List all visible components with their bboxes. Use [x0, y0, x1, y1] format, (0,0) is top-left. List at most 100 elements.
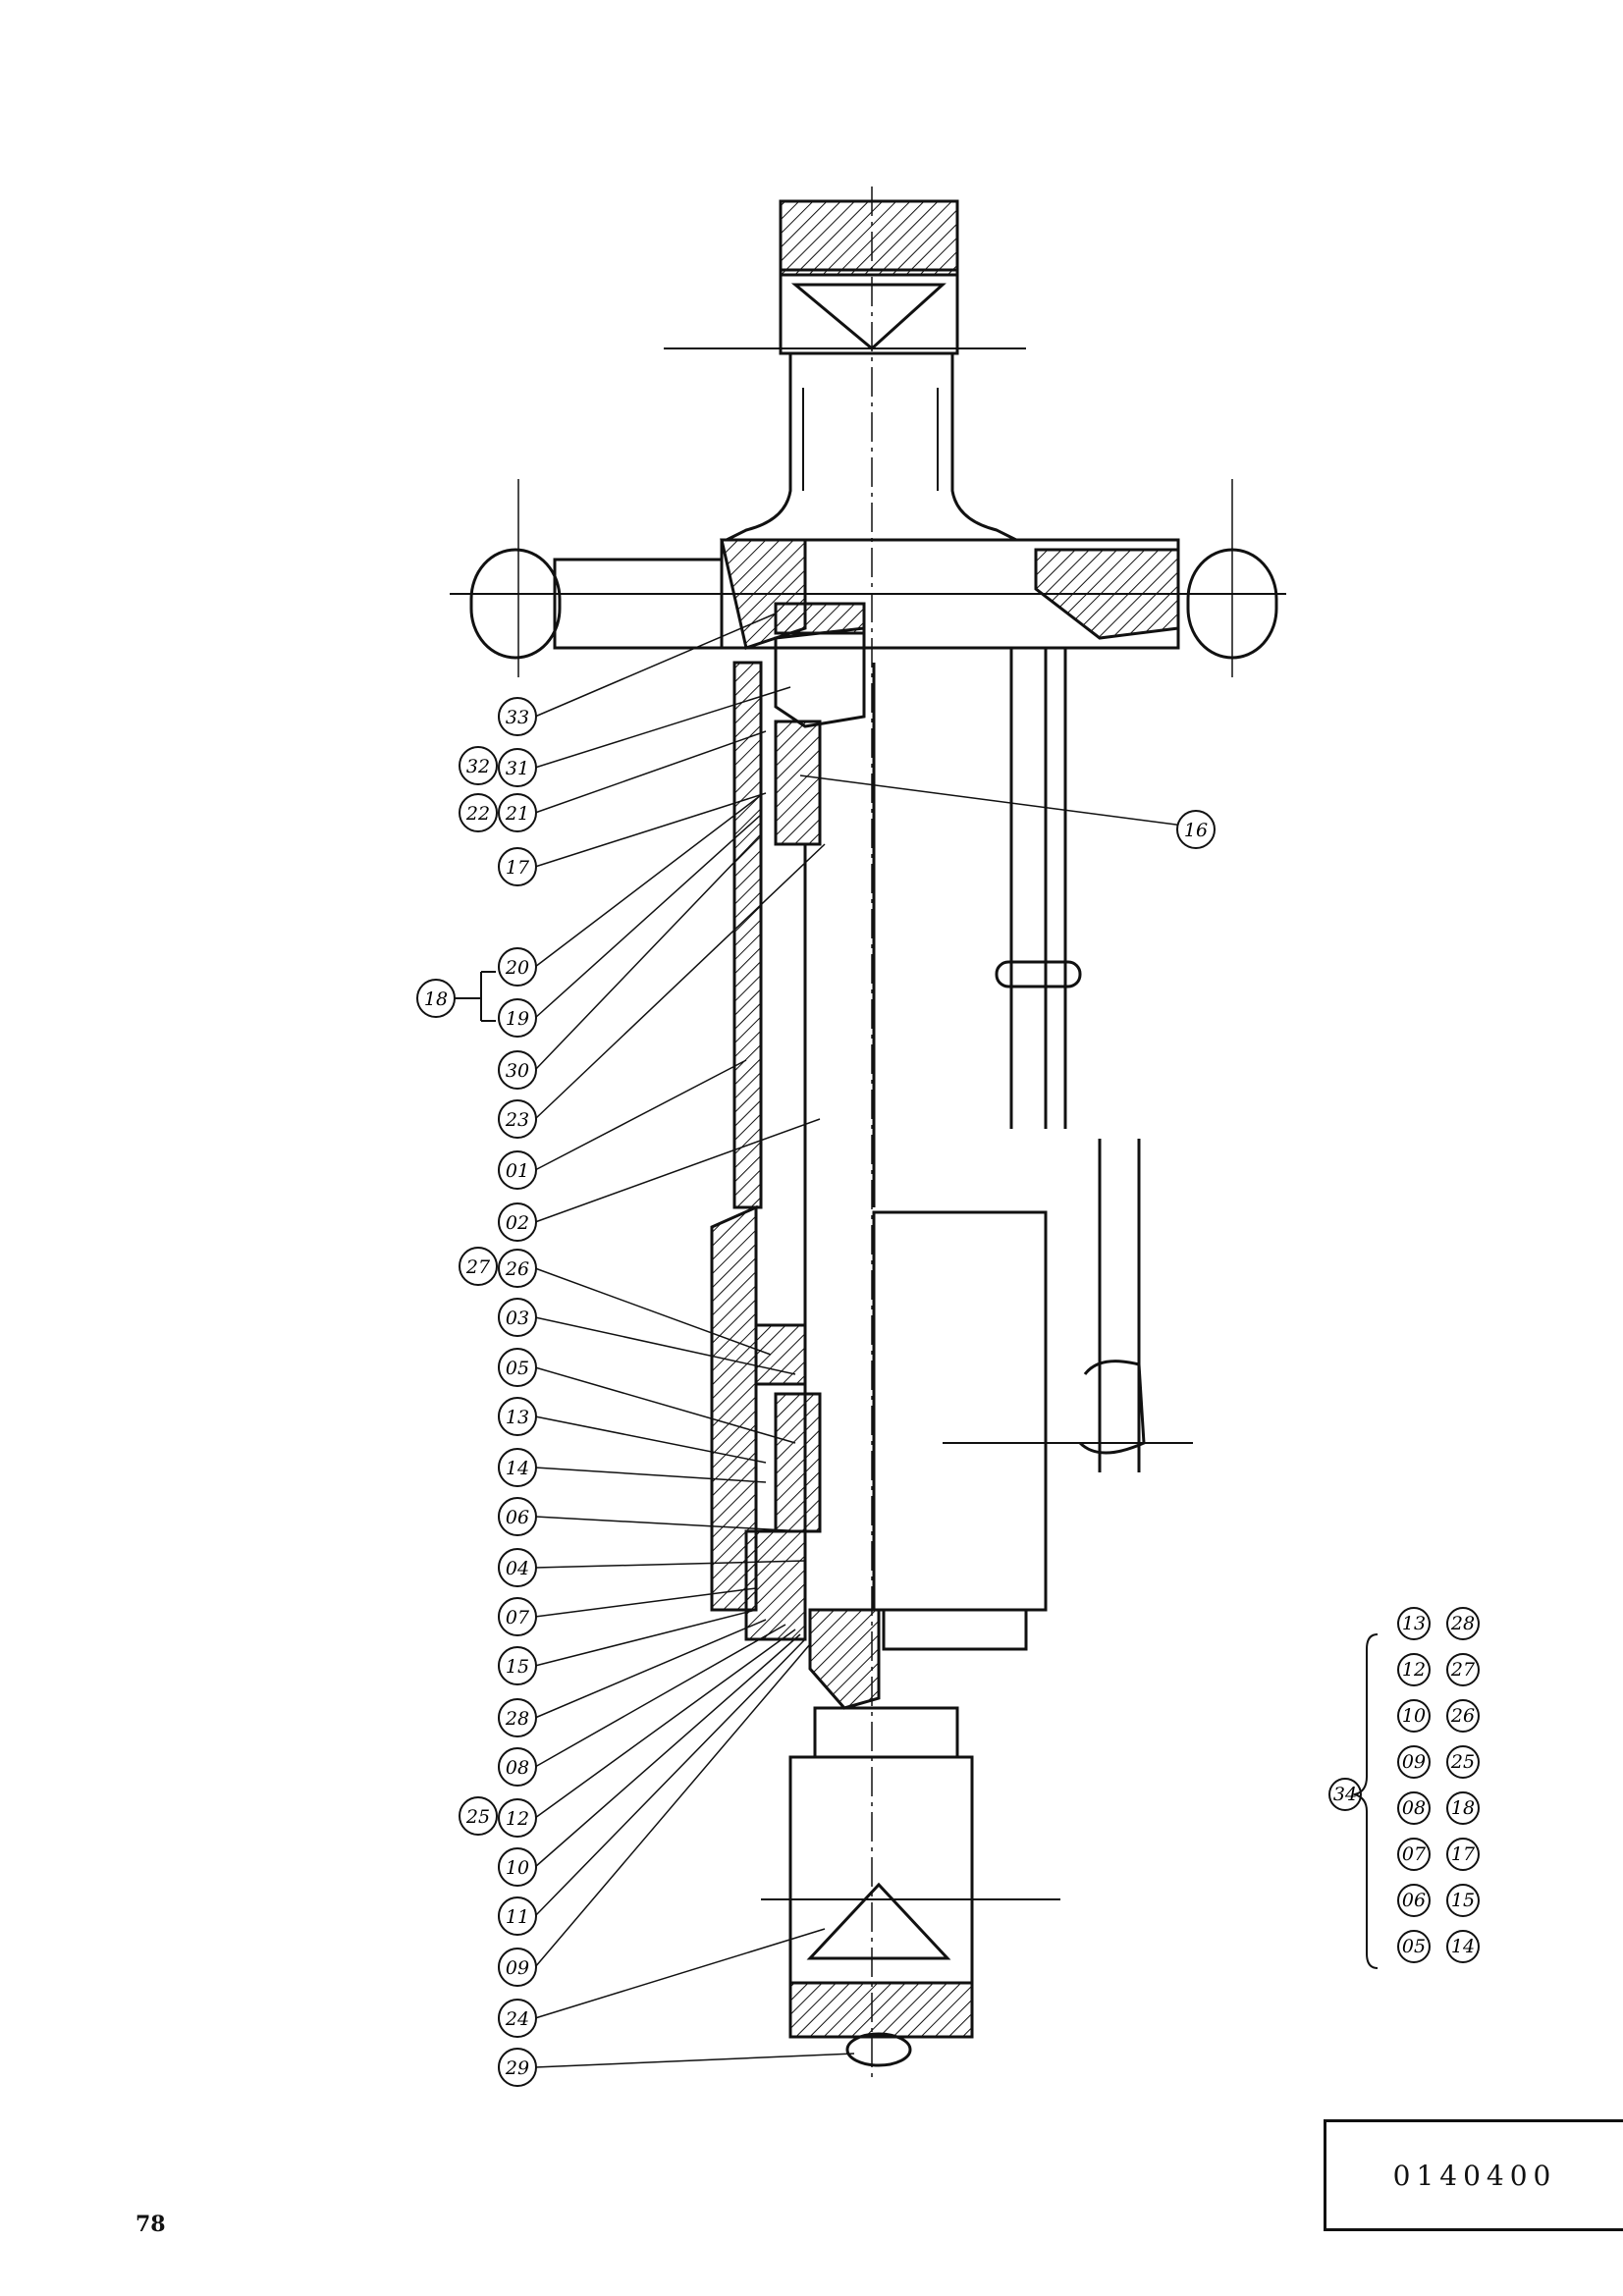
callout-label-c16: 16	[1184, 820, 1208, 841]
kit-label-r1-4: 09	[1402, 1751, 1426, 1773]
callout-label-c05: 05	[506, 1358, 529, 1379]
callout-circle-c29	[498, 2048, 537, 2087]
kit-label-r2-1: 15	[1451, 1890, 1475, 1911]
kit-label-r1-1: 06	[1402, 1890, 1426, 1911]
callout-circle-c03	[498, 1298, 537, 1337]
callout-circle-c13	[498, 1397, 537, 1436]
callout-leader-c28	[534, 1619, 767, 1719]
kit-circle-r1-5	[1397, 1699, 1431, 1733]
kit-label-r2-0: 14	[1451, 1936, 1475, 1957]
callout-label-c06: 06	[506, 1507, 529, 1528]
callout-circle-c32	[459, 746, 498, 785]
part-number-box: 0140400	[1324, 2119, 1623, 2231]
callout-leader-c31	[534, 686, 791, 769]
callout-label-c04: 04	[506, 1558, 529, 1579]
callout-circle-c16	[1176, 810, 1216, 849]
kit-circle-r1-7	[1397, 1607, 1431, 1640]
kit-label-r1-5: 10	[1402, 1705, 1426, 1727]
callout-leader-c04	[534, 1560, 806, 1569]
part-number: 0140400	[1392, 2159, 1557, 2192]
callout-leader-c12	[534, 1629, 796, 1819]
kit-circle-r1-1	[1397, 1884, 1431, 1917]
callout-circle-c01	[498, 1150, 537, 1190]
callout-circle-c22	[459, 793, 498, 832]
kit-circle-r1-2	[1397, 1838, 1431, 1871]
callout-label-c31: 31	[506, 758, 529, 779]
kit-label-r2-7: 28	[1450, 1613, 1475, 1634]
callout-circle-c24	[498, 1999, 537, 2038]
callout-leader-c14	[534, 1467, 767, 1483]
callout-label-c13: 13	[506, 1407, 529, 1428]
callout-circle-c10	[498, 1847, 537, 1887]
callout-circle-c07	[498, 1597, 537, 1636]
kit-circle-r1-6	[1397, 1653, 1431, 1686]
callout-label-c21: 21	[505, 803, 529, 825]
callout-label-c09: 09	[506, 1957, 529, 1979]
callout-circle-c12	[498, 1798, 537, 1838]
page-number: 78	[135, 2212, 166, 2237]
cylinder-head	[720, 538, 1180, 728]
callout-circle-c17	[498, 847, 537, 886]
callout-circle-c08	[498, 1747, 537, 1787]
kit-label-r2-6: 27	[1450, 1659, 1476, 1681]
callout-circle-c02	[498, 1202, 537, 1242]
callout-label-c24: 24	[505, 2008, 529, 2030]
callout-label-c29: 29	[505, 2057, 529, 2079]
callout-leader-c19	[534, 814, 762, 1019]
callout-label-c15: 15	[506, 1656, 529, 1678]
piston-housing	[710, 1204, 1193, 1641]
callout-leader-c33	[534, 613, 777, 718]
callout-label-c27: 27	[465, 1256, 491, 1278]
callout-leader-c10	[534, 1633, 801, 1868]
callout-leader-c01	[534, 1059, 747, 1171]
callout-circle-c20	[498, 947, 537, 987]
callout-circle-c30	[498, 1050, 537, 1090]
kit-circle-r1-0	[1397, 1930, 1431, 1963]
callout-leader-c05	[534, 1366, 796, 1444]
callout-circle-c28	[498, 1698, 537, 1737]
callout-circle-c27	[459, 1247, 498, 1286]
callout-leader-c29	[534, 2053, 855, 2068]
callout-circle-c25	[459, 1796, 498, 1836]
callout-label-c33: 33	[506, 707, 529, 728]
callout-leader-c09	[534, 1643, 811, 1968]
callout-circle-c33	[498, 697, 537, 736]
kit-label-r1-7: 13	[1402, 1613, 1426, 1634]
callout-label-c25: 25	[465, 1806, 490, 1828]
kit-label-r1-0: 05	[1402, 1936, 1426, 1957]
callout-leader-c02	[534, 1118, 821, 1223]
callout-leader-c20	[534, 794, 762, 968]
callout-label-c28: 28	[505, 1708, 529, 1730]
callout-label-c08: 08	[506, 1757, 529, 1779]
callout-leader-c08	[534, 1624, 786, 1768]
callout-label-c19: 19	[506, 1008, 529, 1030]
callout-leader-c06	[534, 1516, 806, 1532]
callout-circle-c26	[498, 1249, 537, 1288]
callout-leader-c24	[534, 1928, 826, 2019]
kit-circle-r2-2	[1446, 1838, 1480, 1871]
kit-label-r2-2: 17	[1451, 1843, 1476, 1865]
cylinder-barrel	[732, 648, 1141, 1580]
kit-circle-r2-5	[1446, 1699, 1480, 1733]
callout-label-c17: 17	[506, 857, 530, 879]
callout-circle-c11	[498, 1896, 537, 1936]
kit-label-r1-6: 12	[1402, 1659, 1426, 1681]
callout-label-c10: 10	[506, 1857, 529, 1879]
kit-circle-r1-4	[1397, 1745, 1431, 1779]
kit-circle-r2-6	[1446, 1653, 1480, 1686]
callout-label-c14: 14	[506, 1458, 529, 1479]
callout-circle-c21	[498, 793, 537, 832]
callout-leader-c07	[534, 1587, 757, 1618]
callout-circle-c15	[498, 1646, 537, 1685]
callout-circle-c05	[498, 1348, 537, 1387]
kit-label-r1-2: 07	[1402, 1843, 1427, 1865]
callout-label-c01: 01	[506, 1160, 529, 1182]
callout-circle-c31	[498, 748, 537, 787]
callout-label-c20: 20	[505, 957, 529, 979]
callout-label-c30: 30	[506, 1060, 529, 1082]
callout-circle-c14	[498, 1448, 537, 1487]
kit-circle-r2-4	[1446, 1745, 1480, 1779]
bracket-18	[455, 971, 496, 1022]
